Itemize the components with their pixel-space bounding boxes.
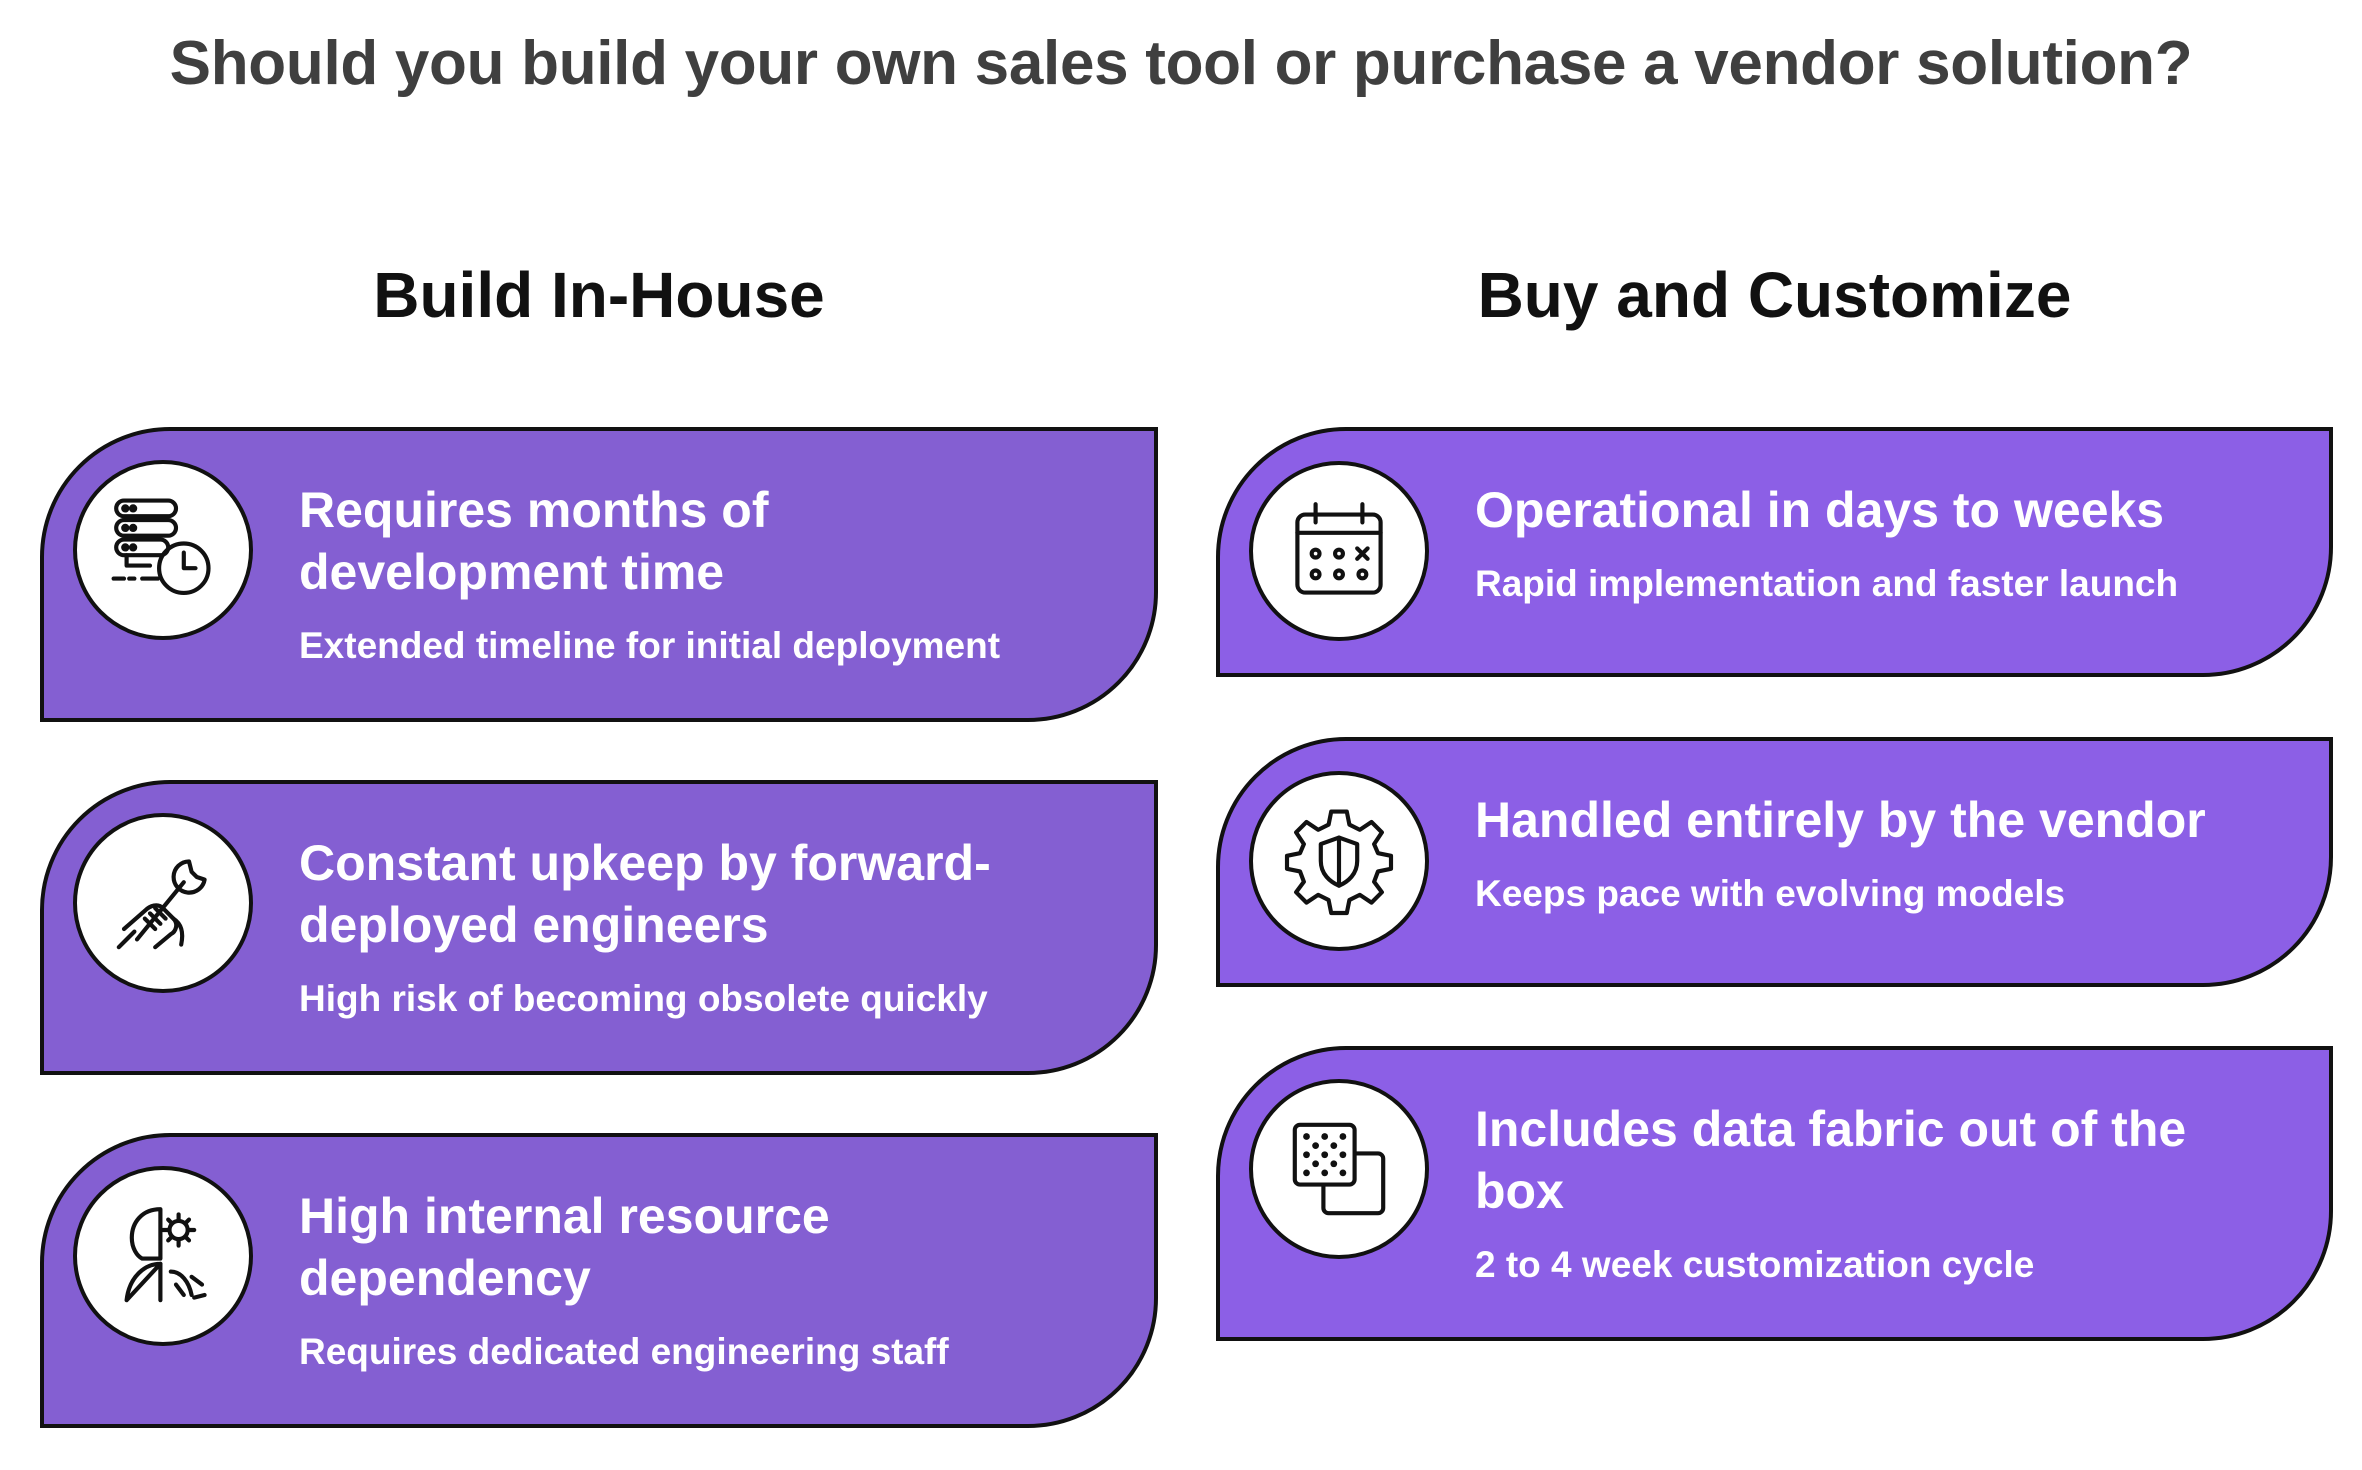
icon-badge bbox=[73, 460, 253, 640]
card-subtitle: Keeps pace with evolving models bbox=[1475, 873, 2066, 914]
icon-badge bbox=[73, 813, 253, 993]
card-title: Requires months of development time bbox=[299, 482, 769, 600]
icon-badge bbox=[1249, 461, 1429, 641]
calendar-icon bbox=[1295, 502, 1383, 595]
build-card-upkeep: Constant upkeep by forward-deployed engi… bbox=[40, 780, 1158, 1075]
hand-wrench-icon bbox=[116, 859, 207, 950]
card-title: High internal resource dependency bbox=[299, 1188, 830, 1306]
page-title: Should you build your own sales tool or … bbox=[169, 29, 2193, 98]
buy-card-vendor-handled: Handled entirely by the vendor Keeps pac… bbox=[1216, 737, 2333, 987]
card-subtitle: Rapid implementation and faster launch bbox=[1475, 563, 2179, 604]
build-card-resource-dependency: High internal resource dependency Requir… bbox=[40, 1133, 1158, 1428]
build-card-development-time: Requires months of development time Exte… bbox=[40, 427, 1158, 722]
card-title: Handled entirely by the vendor bbox=[1475, 792, 2206, 848]
card-subtitle: Requires dedicated engineering staff bbox=[299, 1331, 949, 1372]
buy-card-data-fabric: Includes data fabric out of the box 2 to… bbox=[1216, 1046, 2333, 1341]
gear-shield-icon bbox=[1284, 809, 1394, 916]
server-clock-icon bbox=[111, 498, 211, 595]
fabric-layers-icon bbox=[1292, 1122, 1386, 1216]
buy-card-operational: Operational in days to weeks Rapid imple… bbox=[1216, 427, 2333, 677]
icon-badge bbox=[1249, 1079, 1429, 1259]
build-in-house-heading: Build In-House bbox=[373, 259, 825, 331]
icon-badge bbox=[1249, 771, 1429, 951]
card-title: Constant upkeep by forward-deployed engi… bbox=[299, 835, 991, 953]
card-title: Operational in days to weeks bbox=[1475, 482, 2165, 538]
icon-badge bbox=[73, 1166, 253, 1346]
card-subtitle: High risk of becoming obsolete quickly bbox=[299, 978, 988, 1019]
card-subtitle: 2 to 4 week customization cycle bbox=[1475, 1244, 2035, 1285]
buy-and-customize-heading: Buy and Customize bbox=[1477, 259, 2072, 331]
card-title: Includes data fabric out of the box bbox=[1475, 1101, 2187, 1219]
head-gears-icon bbox=[124, 1207, 207, 1303]
card-subtitle: Extended timeline for initial deployment bbox=[299, 625, 1001, 666]
